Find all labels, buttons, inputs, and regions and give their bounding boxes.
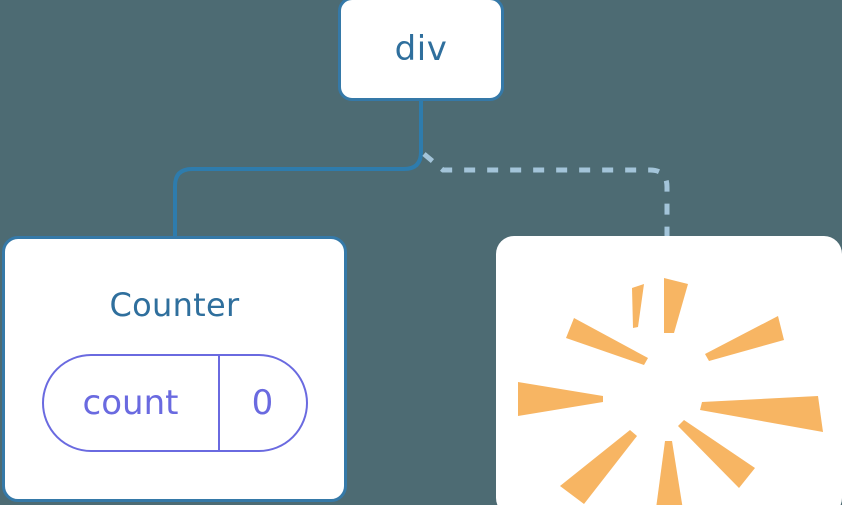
node-div[interactable]: div (338, 0, 504, 101)
node-sparkle[interactable] (496, 236, 842, 505)
node-counter[interactable]: Counter count 0 (2, 236, 347, 502)
edge-div-to-sparkle (422, 152, 670, 238)
state-pill-divider (217, 356, 220, 450)
state-value-label: 0 (251, 383, 274, 423)
state-key-label: count (82, 383, 179, 423)
sparkle-burst-icon (518, 278, 823, 505)
edge-div-to-counter (173, 99, 423, 240)
node-counter-label: Counter (109, 286, 240, 324)
state-pill-count[interactable]: count 0 (41, 354, 308, 452)
node-div-label: div (394, 29, 448, 69)
